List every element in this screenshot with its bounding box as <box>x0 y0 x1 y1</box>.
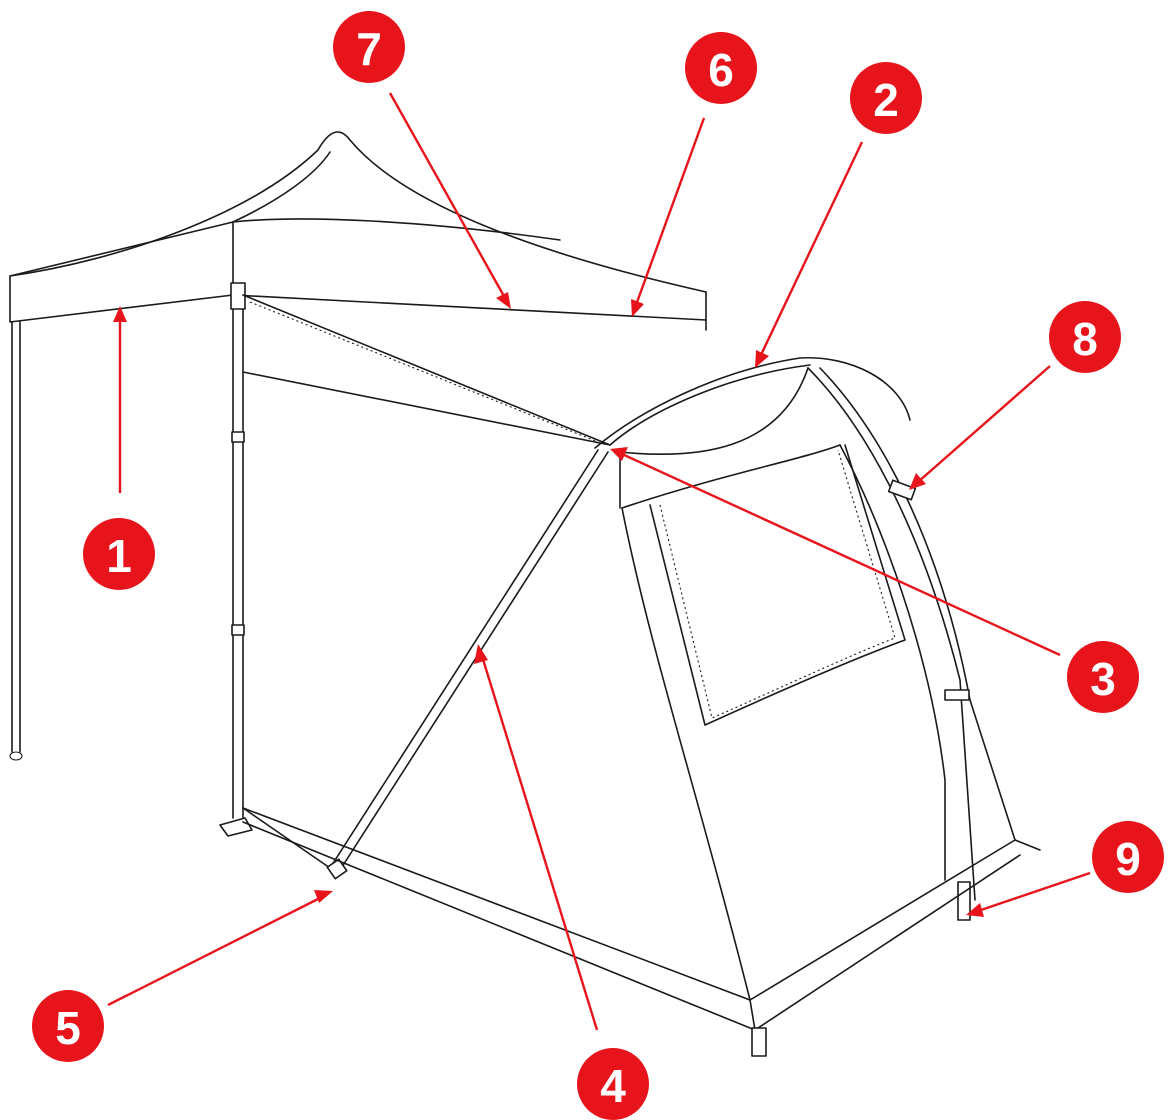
callout-7-label: 7 <box>356 23 382 75</box>
tent-body <box>242 356 1041 1057</box>
callout-5: 5 <box>32 990 104 1062</box>
callout-2: 2 <box>850 62 922 134</box>
side-wall <box>242 294 611 869</box>
callout-6-label: 6 <box>708 44 734 96</box>
callout-7: 7 <box>333 11 405 83</box>
callout-8-label: 8 <box>1072 313 1098 365</box>
callout-1-label: 1 <box>106 530 132 582</box>
callout-4: 4 <box>577 1048 649 1120</box>
callout-9-label: 9 <box>1115 833 1141 885</box>
callout-2-label: 2 <box>873 74 899 126</box>
callout-4-label: 4 <box>600 1060 626 1112</box>
callout-3-label: 3 <box>1090 653 1116 705</box>
callout-6: 6 <box>685 32 757 104</box>
leader-lines <box>107 92 1091 1031</box>
callout-8: 8 <box>1049 301 1121 373</box>
canopy <box>9 131 707 837</box>
callout-9: 9 <box>1092 821 1164 893</box>
callout-3: 3 <box>1067 641 1139 713</box>
callout-1: 1 <box>83 518 155 590</box>
callout-5-label: 5 <box>55 1002 81 1054</box>
